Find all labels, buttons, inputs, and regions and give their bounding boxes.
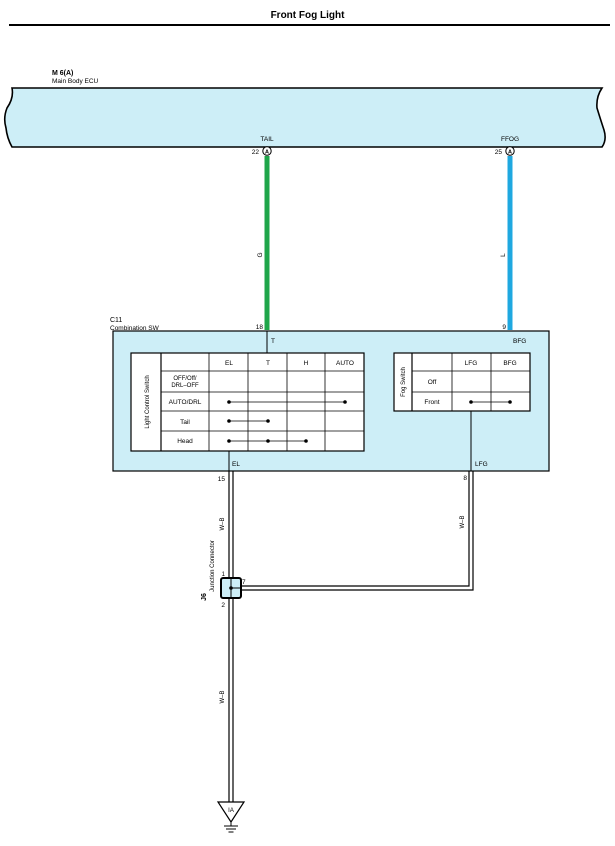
fog-switch-table: Fog Switch LFG BFG Off Front — [393, 352, 531, 412]
wire-el-color-code: W–B — [220, 517, 226, 530]
junction-connector: J6 Junction Connector 1 7 2 — [201, 540, 246, 609]
ecu-name: Main Body ECU — [52, 78, 99, 85]
ecu-body — [3, 87, 606, 148]
pin-bfg-number: 9 — [502, 324, 506, 331]
combination-switch-code: C11 — [110, 317, 122, 324]
junction-connector-name: Junction Connector — [210, 540, 216, 592]
wire-lfg-wb — [241, 471, 474, 591]
terminal-tail-pin: 22 — [252, 149, 260, 156]
terminal-ffog-pin: 25 — [495, 149, 503, 156]
light-control-switch-label: Light Control Switch — [145, 375, 151, 428]
lcs-continuity-auto-drl — [227, 400, 347, 404]
pin-t-label: T — [271, 338, 275, 345]
connector-a-tail-label: A — [265, 150, 269, 156]
junction-pin-top: 1 — [222, 572, 226, 578]
fog-continuity-front — [469, 400, 512, 404]
main-body-ecu: M 6(A) Main Body ECU TAIL 22 A FFOG 25 A — [3, 70, 606, 156]
pin-bfg-label: BFG — [513, 338, 526, 345]
junction-pin-bottom: 2 — [221, 602, 225, 609]
connector-a-tail-marker — [262, 146, 272, 156]
connector-a-ffog-label: A — [508, 150, 512, 156]
wire-tail-color-code: G — [257, 252, 264, 257]
lcs-row-off: OFF/Off/DRL–OFF — [171, 376, 199, 389]
junction-pin-right: 7 — [242, 579, 246, 586]
wire-lfg-color-code: W–B — [460, 515, 466, 528]
combination-switch-name: Combination SW — [110, 325, 160, 332]
pin-t-number: 18 — [256, 324, 264, 331]
fog-row-off: Off — [428, 379, 437, 386]
lcs-col-t: T — [266, 360, 270, 367]
lcs-col-auto: AUTO — [336, 360, 354, 367]
ground-label: IA — [228, 808, 234, 814]
wire-ffog-color-code: L — [500, 253, 507, 257]
pin-el-label: EL — [232, 461, 240, 468]
wire-el-wb — [228, 471, 234, 578]
page-title: Front Fog Light — [270, 10, 345, 21]
lcs-continuity-head — [227, 439, 308, 443]
fog-col-bfg: BFG — [503, 360, 516, 367]
lcs-col-el: EL — [225, 360, 233, 367]
pin-el-number: 15 — [218, 476, 226, 483]
lcs-row-head: Head — [177, 438, 193, 445]
connector-a-ffog-marker — [505, 146, 515, 156]
terminal-ffog-name: FFOG — [501, 136, 519, 143]
ground-symbol: IA — [216, 801, 246, 833]
wire-ground-wb — [228, 598, 234, 802]
fog-switch-label: Fog Switch — [401, 367, 407, 397]
terminal-tail-name: TAIL — [260, 136, 274, 143]
pin-lfg-label: LFG — [475, 461, 488, 468]
lcs-row-auto-drl: AUTO/DRL — [169, 399, 202, 406]
lcs-row-tail: Tail — [180, 419, 190, 426]
lcs-continuity-tail — [227, 419, 270, 423]
ecu-code: M 6(A) — [52, 70, 73, 77]
fog-col-lfg: LFG — [465, 360, 478, 367]
lcs-col-h: H — [304, 360, 309, 367]
light-control-switch-table: Light Control Switch EL T H AUTO OFF/Off… — [130, 352, 365, 452]
junction-connector-code: J6 — [201, 593, 208, 601]
pin-lfg-number: 8 — [463, 475, 467, 482]
fog-row-front: Front — [424, 399, 439, 406]
combination-switch: C11 Combination SW 18 T 9 BFG EL LFG Lig… — [110, 317, 550, 472]
wire-ground-color-code: W–B — [220, 690, 226, 703]
title-rule — [9, 24, 610, 26]
